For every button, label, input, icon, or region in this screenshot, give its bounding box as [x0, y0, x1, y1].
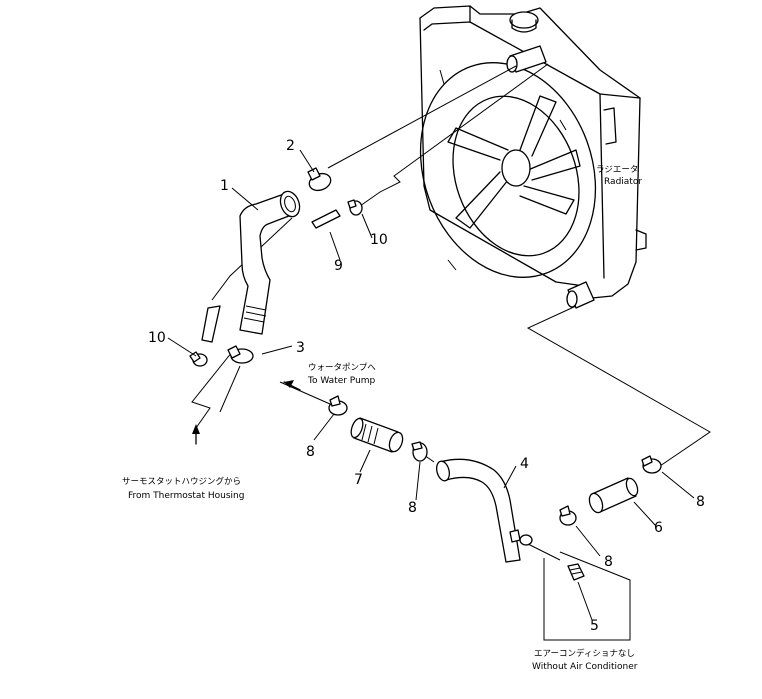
part-number-9: 9: [334, 258, 343, 274]
thermostat-label-jp: サーモスタットハウジングから: [122, 476, 241, 487]
radiator: [419, 5, 647, 309]
hose-1: [239, 190, 301, 335]
radiator-label-en: Radiator: [604, 177, 642, 187]
clamp-8-mid: [411, 441, 428, 462]
part-number-8: 8: [604, 554, 613, 570]
clamp-8-right-top: [641, 455, 662, 474]
arrow-from-thermostat: [192, 424, 200, 445]
part-number-8: 8: [306, 444, 315, 460]
part-number-8: 8: [408, 500, 417, 516]
no-ac-label-jp: エアーコンディショナなし: [534, 648, 635, 659]
hose-6: [588, 477, 639, 514]
part-number-8: 8: [696, 494, 705, 510]
part-number-6: 6: [654, 520, 663, 536]
thermostat-label-en: From Thermostat Housing: [128, 491, 244, 501]
tube-9: [201, 209, 341, 343]
clamp-3: [227, 345, 254, 364]
arrow-to-water-pump: [283, 380, 301, 391]
part-number-1: 1: [220, 178, 229, 194]
clamp-8-right-bottom: [559, 505, 577, 526]
clamp-10-left: [189, 351, 208, 367]
pipe-4: [436, 458, 533, 563]
hose-7: [350, 417, 404, 453]
clamp-2: [307, 167, 332, 192]
plug-5: [567, 563, 585, 581]
part-number-5: 5: [590, 618, 599, 634]
water-pump-label-en: To Water Pump: [307, 376, 376, 386]
radiator-label-jp: ラジエータ: [596, 165, 638, 175]
part-number-10: 10: [148, 330, 166, 346]
part-number-4: 4: [520, 456, 529, 472]
water-pump-label-jp: ウォータポンプへ: [308, 363, 376, 373]
clamp-10-upper: [347, 199, 363, 216]
clamp-8-left: [328, 395, 348, 416]
part-number-2: 2: [286, 138, 295, 154]
no-ac-label-en: Without Air Conditioner: [532, 662, 638, 672]
part-number-3: 3: [296, 340, 305, 356]
part-number-7: 7: [354, 472, 363, 488]
number-leaders: [167, 149, 695, 621]
part-number-10: 10: [370, 232, 388, 248]
